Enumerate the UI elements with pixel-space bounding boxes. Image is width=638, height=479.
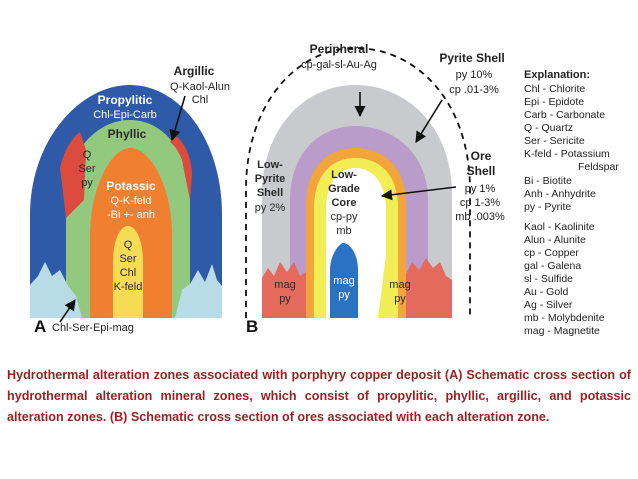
explanation-line: Alun - Alunite [524,234,586,246]
low-pyrite-py: py 2% [255,202,286,214]
core-ser: Ser [119,253,136,265]
panel-b-letter: B [246,317,258,336]
explanation-line: cp - Copper [524,247,579,259]
ore-shell-cp: cp 1-3% [460,197,501,209]
core-zone [113,226,143,318]
phyllic-label: Phyllic [108,127,147,141]
base-label: Chl-Ser-Epi-mag [52,322,134,334]
explanation-line: Au - Gold [524,286,569,298]
low-grade-cp: cp-py [331,211,358,223]
ore-shell-title-2: Shell [467,164,496,178]
explanation-line: Kaol - Kaolinite [524,221,595,233]
phyllic-ser: Ser [78,163,95,175]
argillic-leader [169,95,186,142]
explanation-legend: Explanation: Chl - Chlorite Epi - Epidot… [524,69,619,337]
panel-a-diagram: Argillic Q-Kaol-Alun Chl Propylitic Chl-… [30,64,230,336]
mag-left-mag: mag [274,279,295,291]
core-chl: Chl [120,267,137,279]
explanation-line: Ser - Sericite [524,135,585,147]
ore-shell-leader [380,186,457,201]
low-pyrite-3: Shell [257,187,283,199]
mag-right-zone [406,258,452,318]
mag-right-py: py [394,293,406,305]
low-pyrite-2: Pyrite [255,173,286,185]
explanation-line: mag - Magnetite [524,325,600,337]
propylitic-minerals: Chl-Epi-Carb [93,109,157,121]
pyrite-shell-leader [415,99,443,143]
panel-a-letter: A [34,317,46,336]
mag-left-py: py [279,293,291,305]
peripheral-title: Peripheral [310,42,369,56]
mag-right-mag: mag [389,279,410,291]
base-zone [30,262,222,318]
explanation-line: mb - Molybdenite [524,312,605,324]
figure-caption: Hydrothermal alteration zones associated… [7,368,631,424]
core-q: Q [124,239,133,251]
explanation-line: gal - Galena [524,260,581,272]
peripheral-minerals: cp-gal-sl-Au-Ag [301,59,377,71]
explanation-line: sl - Sulfide [524,273,573,285]
mag-center-zone [330,243,358,318]
mag-left-zone [262,262,306,318]
explanation-line: K-feld - Potassium [524,148,610,160]
explanation-line: Bi - Biotite [524,175,572,187]
explanation-line: Carb - Carbonate [524,109,605,121]
argillic-chl: Chl [192,94,209,106]
potassic-title: Potassic [106,179,156,193]
argillic-right-wedge [170,136,192,200]
pyrite-shell-cp: cp .01-3% [449,84,499,96]
explanation-line: Ag - Silver [524,299,573,311]
pyrite-shell-py: py 10% [456,69,493,81]
ore-shell-py: py 1% [465,183,496,195]
explanation-line: Chl - Chlorite [524,83,585,95]
low-pyrite-1: Low- [257,159,283,171]
argillic-title: Argillic [174,64,215,78]
argillic-minerals: Q-Kaol-Alun [170,81,230,93]
low-grade-1: Low- [331,169,357,181]
potassic-minerals-2: -Bi +- anh [107,209,155,221]
ore-shell-title: Ore [471,149,492,163]
explanation-line: py - Pyrite [524,201,571,213]
explanation-line: Anh - Anhydrite [524,188,596,200]
explanation-line: Feldspar [578,161,619,173]
phyllic-py: py [81,177,93,189]
explanation-line: Q - Quartz [524,122,573,134]
phyllic-q: Q [83,149,92,161]
mag-center-py: py [338,289,350,301]
low-grade-3: Core [331,197,356,209]
base-leader [59,299,76,323]
low-grade-mb: mb [336,225,351,237]
alteration-zones-figure: Argillic Q-Kaol-Alun Chl Propylitic Chl-… [30,42,619,337]
low-grade-2: Grade [328,183,360,195]
ore-shell-mb: mb .003% [455,211,505,223]
propylitic-title: Propylitic [98,93,153,107]
pyrite-shell-title: Pyrite Shell [439,51,504,65]
core-kfeld: K-feld [114,281,143,293]
explanation-line: Epi - Epidote [524,96,584,108]
potassic-minerals: Q-K-feld [111,195,152,207]
mag-center-mag: mag [333,275,354,287]
argillic-left-wedge [60,132,86,218]
dashed-envelope [245,47,471,318]
explanation-title: Explanation: [524,69,590,81]
panel-b-diagram: Peripheral cp-gal-sl-Au-Ag Pyrite Shell … [245,42,505,336]
